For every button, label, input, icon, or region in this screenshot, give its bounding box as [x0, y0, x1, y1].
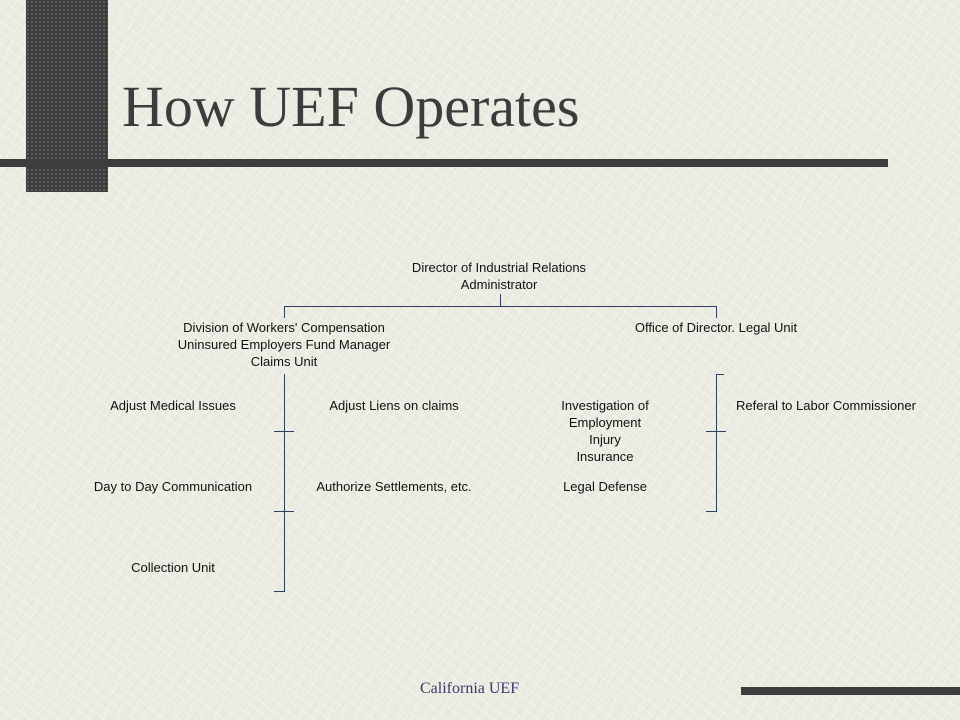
title-rule — [0, 159, 888, 167]
node-dwc-line-3: Claims Unit — [250, 354, 318, 369]
node-legal-defense: Legal Defense — [563, 478, 647, 495]
node-legal-unit: Office of Director. Legal Unit — [635, 319, 797, 336]
node-director-line-1: Director of Industrial Relations — [411, 260, 587, 275]
footer-rule — [741, 687, 960, 695]
connector-left-drop — [284, 306, 285, 318]
node-referal-labor: Referal to Labor Commissioner — [736, 397, 916, 414]
slide-title: How UEF Operates — [122, 74, 580, 139]
node-adjust-medical: Adjust Medical Issues — [110, 397, 236, 414]
node-director-line-2: Administrator — [460, 277, 538, 292]
connector-right-drop — [716, 306, 717, 318]
node-adjust-liens-label: Adjust Liens on claims — [329, 398, 459, 413]
node-day-to-day: Day to Day Communication — [94, 478, 252, 495]
node-dwc-line-1: Division of Workers' Compensation — [183, 320, 385, 335]
connector-root-down — [500, 294, 501, 306]
connector-left-tick-2 — [274, 511, 294, 512]
node-legal-defense-label: Legal Defense — [563, 479, 647, 494]
node-collection-unit: Collection Unit — [131, 559, 215, 576]
node-investigation: Investigation of Employment Injury Insur… — [561, 397, 648, 465]
node-adjust-medical-label: Adjust Medical Issues — [110, 398, 236, 413]
node-dwc-line-2: Uninsured Employers Fund Manager — [177, 337, 391, 352]
node-authorize-settlements: Authorize Settlements, etc. — [316, 478, 471, 495]
node-day-to-day-label: Day to Day Communication — [93, 479, 253, 494]
node-dwc: Division of Workers' Compensation Uninsu… — [178, 319, 390, 370]
node-director: Director of Industrial Relations Adminis… — [412, 259, 586, 293]
node-investigation-line-2: Employment — [568, 415, 642, 430]
connector-right-top — [716, 374, 724, 375]
connector-right-end — [706, 511, 717, 512]
connector-left-tick-1 — [274, 431, 294, 432]
node-investigation-line-1: Investigation of — [561, 398, 649, 413]
node-legal-unit-line-1: Office of Director. Legal Unit — [634, 320, 798, 335]
node-authorize-settlements-label: Authorize Settlements, etc. — [316, 479, 472, 494]
node-investigation-line-3: Injury — [589, 432, 621, 447]
node-referal-labor-label: Referal to Labor Commissioner — [736, 398, 916, 413]
node-adjust-liens: Adjust Liens on claims — [329, 397, 458, 414]
node-collection-unit-label: Collection Unit — [131, 560, 215, 575]
connector-root-horizontal — [284, 306, 716, 307]
connector-left-end — [274, 591, 285, 592]
connector-left-spine — [284, 374, 285, 592]
connector-right-spine — [716, 374, 717, 512]
connector-right-tick — [706, 431, 726, 432]
node-investigation-line-4: Insurance — [576, 449, 634, 464]
footer-text: California UEF — [420, 680, 520, 697]
